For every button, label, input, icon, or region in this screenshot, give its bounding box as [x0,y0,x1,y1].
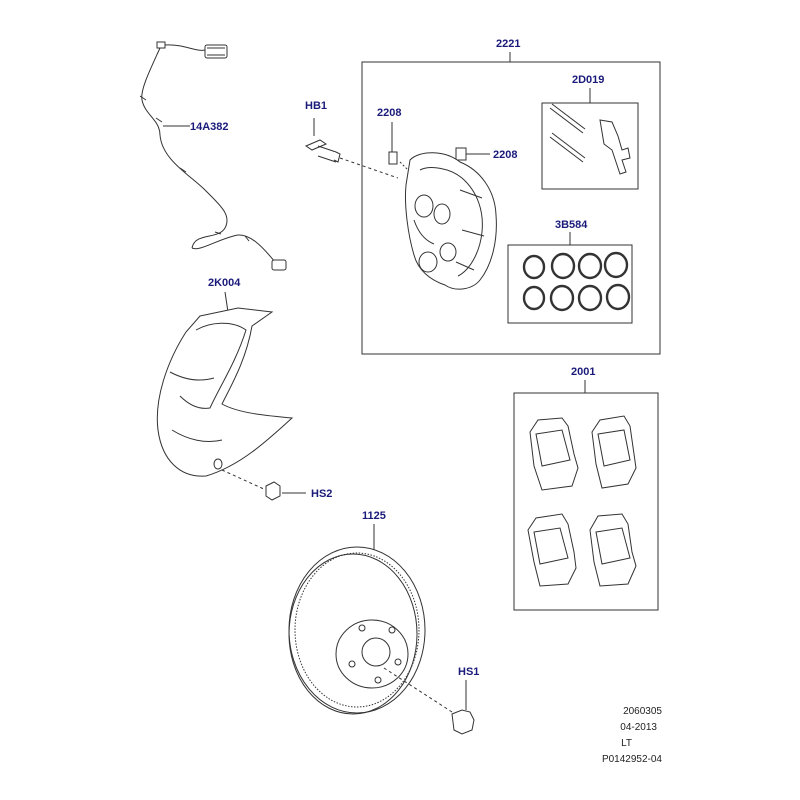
bleed-screws [388,122,490,173]
hs1-bolt [451,680,475,735]
label-hs1: HS1 [458,666,480,678]
hs2-bolt [265,481,306,501]
drawing-number: P0142952-04 [601,754,662,765]
brake-pads [527,415,637,587]
label-2208-right: 2208 [493,149,518,161]
label-2d019: 2D019 [572,74,605,86]
label-hs2: HS2 [311,488,333,500]
label-2001: 2001 [571,366,596,378]
splash-shield [156,291,294,491]
hb1-bolt [304,118,399,179]
label-2221: 2221 [496,38,521,50]
sensor-wire [139,41,287,271]
label-1125: 1125 [362,510,386,522]
label-hb1: HB1 [305,100,328,112]
diagram-code: 2060305 [623,706,662,717]
label-3b584: 3B584 [555,219,588,231]
piston-seals [522,251,631,312]
caliper-body [405,152,497,290]
label-2208-left: 2208 [377,107,402,119]
diagram-date: 04-2013 [620,722,657,733]
diagram-market: LT [621,738,632,749]
brake-disc [288,524,453,715]
label-2k004: 2K004 [208,277,241,289]
label-14a382: 14A382 [190,121,229,133]
guide-pins [549,103,631,175]
